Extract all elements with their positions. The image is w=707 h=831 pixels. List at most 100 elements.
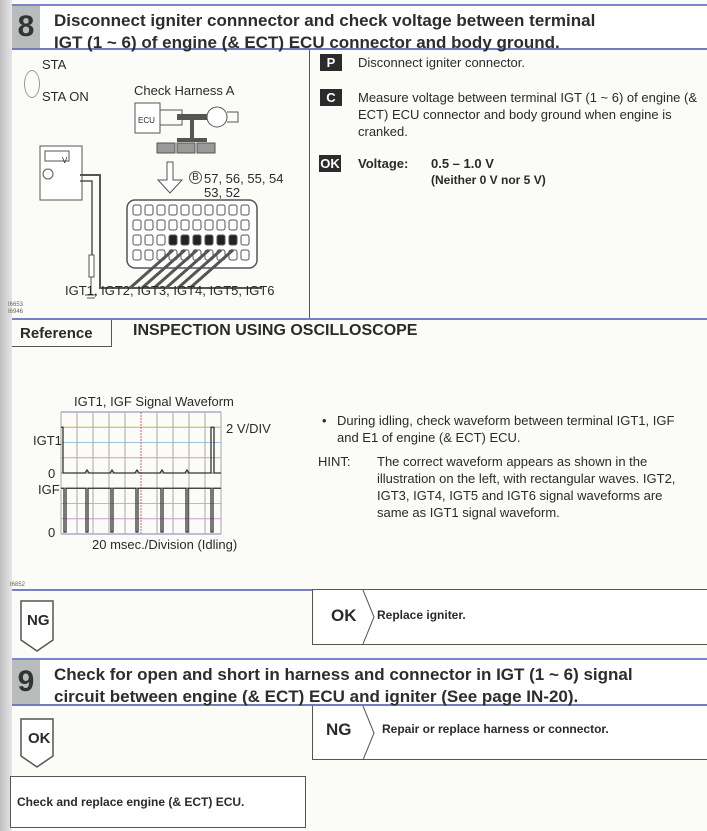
connector-pin	[192, 234, 202, 246]
badge-ok: OK	[319, 155, 341, 172]
connector-pin	[180, 234, 190, 246]
column-divider	[309, 50, 310, 318]
step-8-header: 8 Disconnect igniter connnector and chec…	[12, 4, 707, 52]
connector-pin	[156, 234, 166, 246]
badge-p: P	[320, 54, 342, 71]
reference-title: INSPECTION USING OSCILLOSCOPE	[133, 322, 418, 339]
step-title-line2: IGT (1 ~ 6) of engine (& ECT) ECU connec…	[54, 33, 560, 52]
ok-arrow	[20, 718, 54, 768]
connector-pin	[192, 204, 202, 216]
chevron-icon	[362, 706, 375, 760]
connector-pin	[240, 204, 250, 216]
connector-pin	[180, 219, 190, 231]
final-action-box: Check and replace engine (& ECT) ECU.	[10, 776, 306, 828]
connector-pin	[240, 249, 250, 261]
connector-pin	[144, 234, 154, 246]
connector-pin	[240, 234, 250, 246]
check-harness-label: Check Harness A	[134, 83, 235, 98]
connector-pin	[228, 219, 238, 231]
figure-code: I6946	[8, 309, 24, 315]
ok-result-box	[312, 589, 707, 645]
terminal-numbers-2: 53, 52	[204, 185, 241, 200]
spec-note: (Neither 0 V nor 5 V)	[431, 173, 546, 187]
ecu-label: ECU	[138, 116, 155, 125]
connector-pin	[216, 234, 226, 246]
connector-pin	[204, 204, 214, 216]
circuit-drawing	[39, 102, 262, 299]
spec-label: Voltage:	[358, 156, 409, 171]
wiring-diagram: STA STA ON Check Harness A B V ECU 57, 5…	[8, 50, 310, 318]
connector-pin	[132, 204, 142, 216]
step-title: Disconnect igniter connnector and check …	[54, 10, 595, 54]
probe-wire	[129, 248, 174, 290]
switch-icon	[24, 70, 40, 98]
procedure-text: Disconnect igniter connector.	[358, 55, 525, 70]
ng-arrow	[20, 600, 54, 652]
ok-action: Replace igniter.	[377, 608, 466, 622]
connector-pin	[156, 204, 166, 216]
connector-pin	[144, 204, 154, 216]
ng-result-box	[312, 706, 707, 760]
connector-pin	[132, 249, 142, 261]
connector-pin	[228, 204, 238, 216]
connector-pin	[132, 219, 142, 231]
meter-label: V	[62, 156, 68, 165]
sta-label: STA	[42, 57, 67, 72]
connector-pin	[216, 219, 226, 231]
waveform-title: IGT1, IGF Signal Waveform	[74, 394, 234, 409]
chevron-icon	[362, 590, 375, 644]
ng-label: NG	[27, 612, 50, 629]
ng-label: NG	[326, 720, 352, 739]
time-scale: 20 msec./Division (Idling)	[92, 537, 238, 552]
zero-label: 0	[48, 525, 56, 540]
badge-c: C	[320, 89, 342, 106]
igt1-label: IGT1	[33, 433, 62, 448]
step-title-line1: Check for open and short in harness and …	[54, 665, 633, 684]
connector-pin	[180, 204, 190, 216]
divider	[12, 318, 707, 320]
oscilloscope-waveform	[60, 411, 222, 535]
step-title: Check for open and short in harness and …	[54, 664, 633, 708]
igt1-trace	[61, 426, 221, 474]
page-binding-edge	[0, 0, 12, 831]
figure-code: I6852	[10, 582, 26, 588]
spec-value: 0.5 – 1.0 V	[431, 156, 494, 171]
igf-trace	[61, 487, 221, 533]
connector-pin	[168, 234, 178, 246]
procedure-text: Measure voltage between terminal IGT (1 …	[358, 90, 698, 139]
connector-pin	[192, 219, 202, 231]
final-action: Check and replace engine (& ECT) ECU.	[17, 795, 245, 809]
zero-label: 0	[48, 466, 56, 481]
volt-scale: 2 V/DIV	[226, 421, 271, 436]
ok-label: OK	[331, 606, 357, 625]
probe-wire	[177, 248, 222, 290]
step-title-line1: Disconnect igniter connnector and check …	[54, 11, 596, 30]
step-number: 9	[12, 660, 40, 704]
terminal-numbers-1: 57, 56, 55, 54	[204, 171, 284, 186]
probe-wire	[165, 248, 210, 290]
ok-label: OK	[28, 730, 51, 747]
reference-tab-label: Reference	[20, 325, 93, 342]
connector-pin	[240, 219, 250, 231]
igf-label: IGF	[38, 482, 60, 497]
hint-text: The correct waveform appears as shown in…	[377, 454, 676, 520]
ng-action: Repair or replace harness or connector.	[382, 722, 609, 736]
probe-wire	[189, 248, 234, 290]
probe-wire	[141, 248, 186, 290]
connector-pin	[228, 234, 238, 246]
connector-pin	[216, 204, 226, 216]
connector-pin	[204, 234, 214, 246]
step-title-line2: circuit between engine (& ECT) ECU and i…	[54, 687, 579, 706]
connector-pin	[156, 219, 166, 231]
probe-wire	[153, 248, 198, 290]
hint-label: HINT:	[318, 454, 351, 469]
bullet-icon: •	[322, 413, 327, 428]
igt-labels: IGT1, IGT2, IGT3, IGT4, IGT5, IGT6	[65, 283, 275, 298]
connector-pin	[204, 219, 214, 231]
connector-pin	[132, 234, 142, 246]
inspection-note: During idling, check waveform between te…	[337, 413, 675, 445]
step-number: 8	[12, 6, 40, 48]
connector-pin	[168, 204, 178, 216]
connector-pin	[144, 249, 154, 261]
connector-pin	[144, 219, 154, 231]
